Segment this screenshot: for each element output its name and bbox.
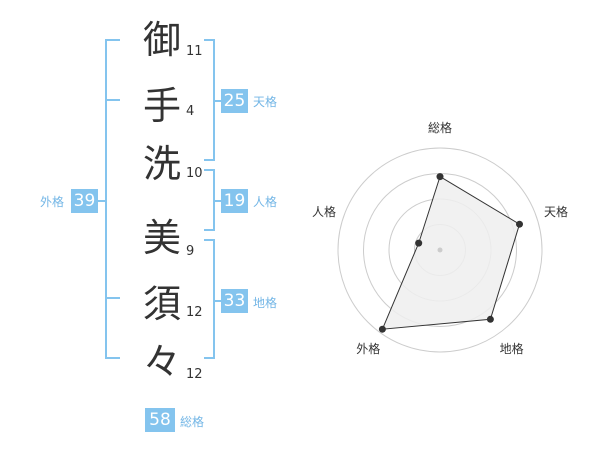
soukaku-badge: 58 [145,408,175,432]
name-char: 須 [142,282,181,326]
chikaku-badge: 33 [221,289,248,313]
radar-point [486,315,494,323]
radar-axis-label: 外格 [356,341,381,356]
jinkaku-badge: 19 [221,189,248,213]
radar-center [437,247,443,253]
stroke-count: 4 [186,104,195,119]
chikaku-label: 地格 [253,296,278,310]
tenkaku-badge: 25 [221,89,248,113]
radar-point [436,173,444,181]
stroke-count: 11 [186,44,203,59]
radar-point [415,239,423,247]
radar-axis-label: 天格 [543,205,568,220]
stroke-count: 10 [186,166,203,181]
gaikaku-bracket [105,39,120,359]
name-char: 洗 [142,142,181,186]
tenkaku-label: 天格 [253,95,278,109]
soukaku-label: 総格 [180,415,205,429]
name-char: 御 [142,18,181,62]
stroke-count: 12 [186,305,203,320]
radar-polygon [381,175,521,330]
stroke-count: 12 [186,367,203,382]
chikaku-bracket [204,239,215,359]
radar-axis-label: 地格 [499,341,524,356]
name-char: 々 [142,340,181,384]
name-char: 手 [142,84,181,128]
jinkaku-label: 人格 [253,195,278,209]
gaikaku-label: 外格 [40,195,65,209]
stroke-count: 9 [186,244,195,259]
radar-axis-label: 人格 [311,205,336,220]
radar-ring [337,147,543,353]
gaikaku-badge: 39 [71,189,98,213]
radar-axis-label: 総格 [427,121,452,135]
radar-point [378,325,386,333]
name-char: 美 [142,216,181,260]
radar-point [516,220,523,228]
